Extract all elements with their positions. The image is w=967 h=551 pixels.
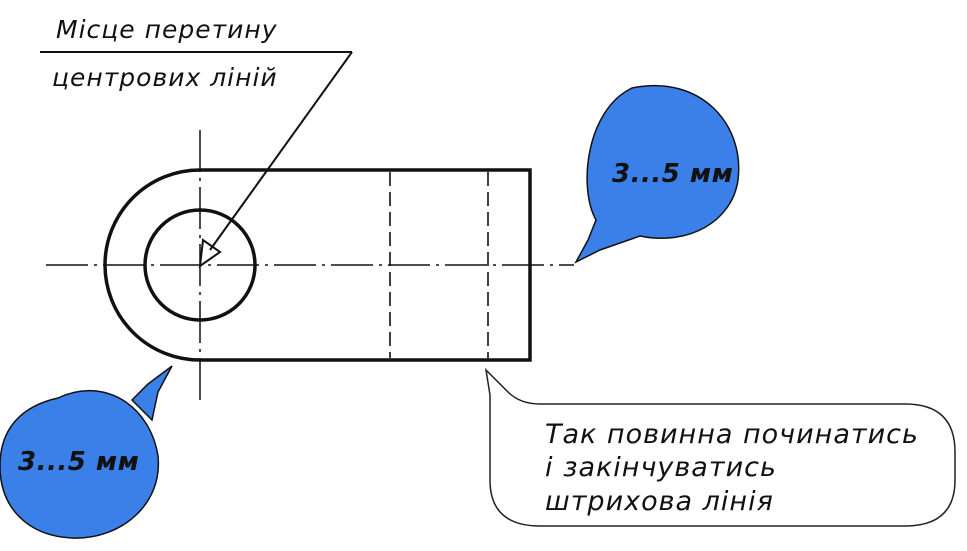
intersection-label-line2: центрових ліній <box>52 63 278 92</box>
note-bubble: Так повинна починатись і закінчуватись ш… <box>484 367 956 527</box>
intersection-label: Місце перетину центрових ліній <box>40 15 353 269</box>
leader-arrowhead <box>198 238 222 269</box>
callout-bottom-left-text: 3...5 мм <box>18 447 139 477</box>
note-line2: і закінчуватись <box>545 452 777 483</box>
hidden-lines <box>389 172 489 358</box>
note-line1: Так повинна починатись <box>545 419 919 450</box>
callout-top-right-text: 3...5 мм <box>612 159 733 189</box>
callout-bottom-left-bubble <box>0 365 173 539</box>
leader-line <box>209 51 353 251</box>
note-line3: штрихова лінія <box>545 486 774 517</box>
note-bubble-shape <box>484 367 956 527</box>
callout-top-right: 3...5 мм <box>574 84 740 264</box>
intersection-label-line1: Місце перетину <box>56 15 278 44</box>
callout-top-right-bubble <box>574 84 740 264</box>
lug-contour <box>103 168 532 362</box>
center-lines <box>46 130 574 400</box>
callout-bottom-left: 3...5 мм <box>0 365 173 539</box>
